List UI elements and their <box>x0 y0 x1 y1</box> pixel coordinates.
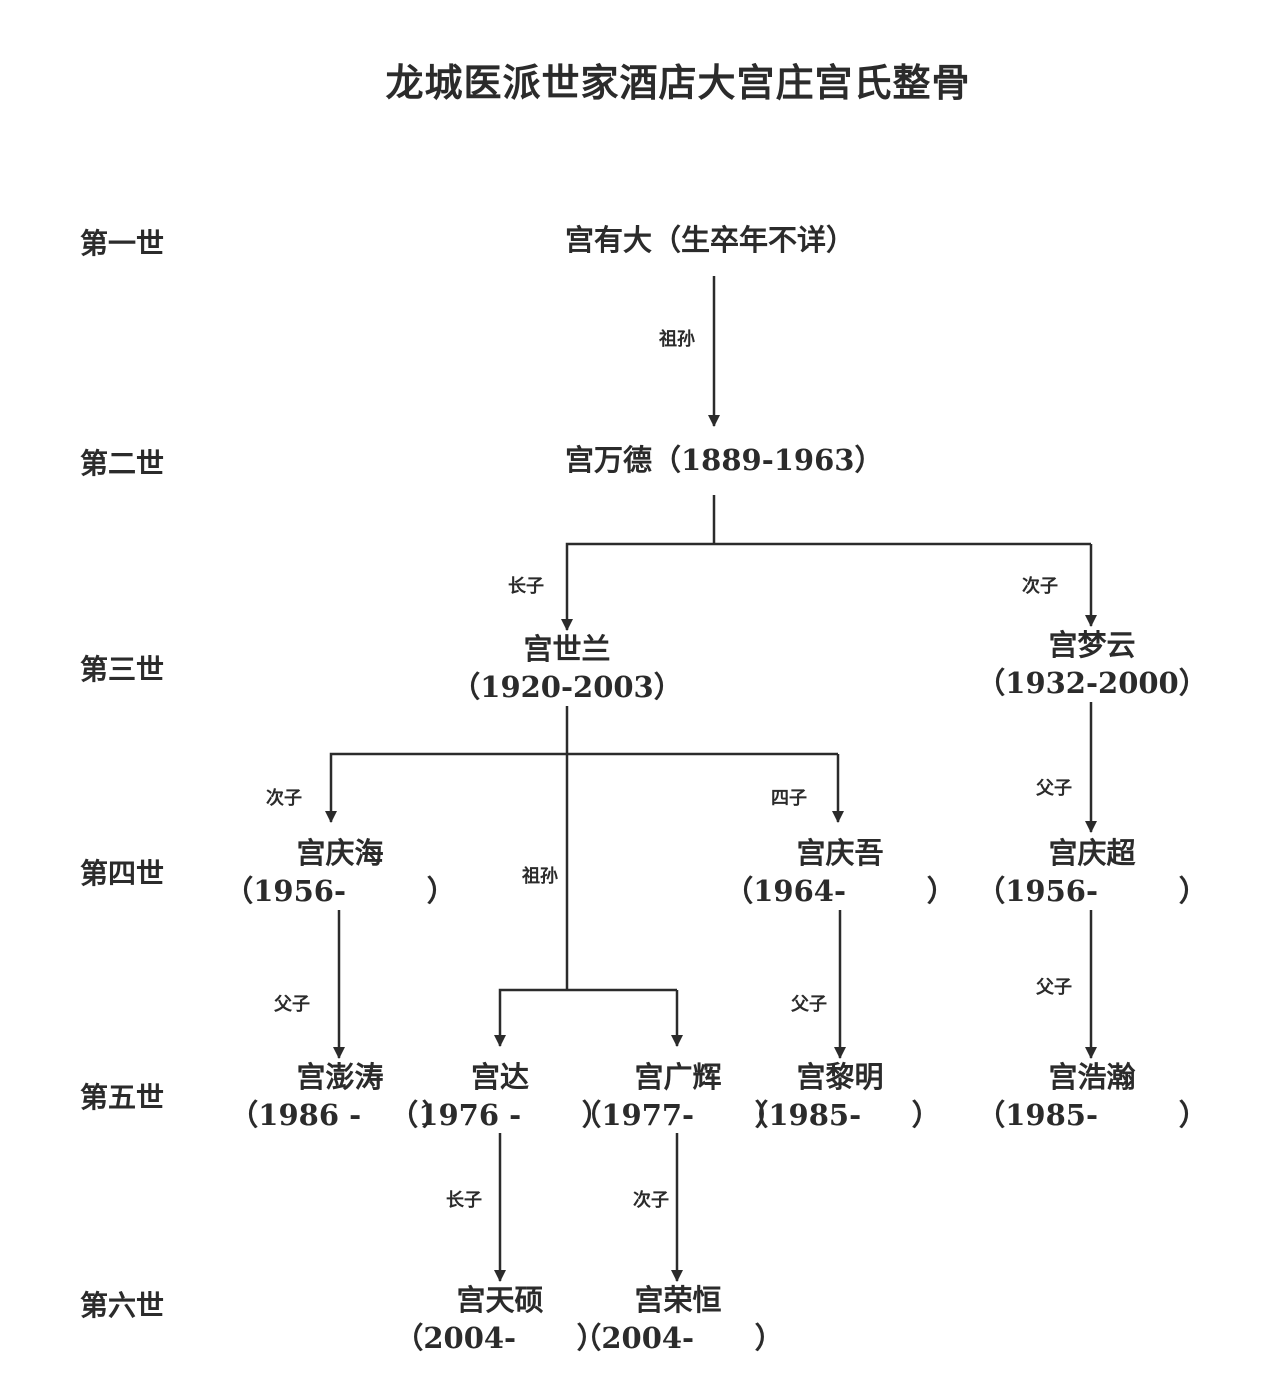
edge-shilan-da <box>494 988 677 1047</box>
person-node-shilan: 宫世兰 （1920-2003） <box>451 630 682 706</box>
relation-label-qinghai-pengtao: 父子 <box>274 994 310 1015</box>
relation-label-wande-shilan: 长子 <box>508 576 544 597</box>
person-node-wande: 宫万德（1889-1963） <box>565 441 883 479</box>
person-name-guanghui: 宫广辉 <box>634 1060 722 1094</box>
person-node-qingchao: 宫庆超 （1956- ） <box>976 834 1208 910</box>
person-years-pengtao: （1986 - ） <box>229 1098 451 1132</box>
generation-label-2: 第二世 <box>80 447 165 480</box>
relation-label-guanghui-ronghang: 次子 <box>633 1190 669 1211</box>
person-years-qinghai: （1956- ） <box>224 874 456 908</box>
person-node-ronghang: 宫荣恒 （2004- ） <box>572 1281 783 1357</box>
relation-label-shilan-grandsons: 祖孙 <box>522 866 558 887</box>
generation-label-6: 第六世 <box>80 1289 165 1322</box>
diagram-title: 龙城医派世家酒店大宫庄宫氏整骨 <box>385 60 971 105</box>
person-name-ronghang: 宫荣恒 <box>634 1283 722 1317</box>
person-years-qingchao: （1956- ） <box>976 874 1208 908</box>
person-name-qingchao: 宫庆超 <box>1048 836 1136 870</box>
edge-wande-shilan <box>561 542 1091 631</box>
person-name-haohan: 宫浩瀚 <box>1048 1060 1136 1094</box>
person-node-guanghui: 宫广辉 （1977- ） <box>572 1058 783 1134</box>
person-years-tianshuo: （2004- ） <box>394 1321 606 1355</box>
generation-label-3: 第三世 <box>80 653 165 686</box>
relation-label-youda-wande: 祖孙 <box>659 329 695 350</box>
person-name-qinghai: 宫庆海 <box>296 836 384 870</box>
person-name-tianshuo: 宫天硕 <box>456 1283 544 1317</box>
person-name-liming: 宫黎明 <box>796 1060 884 1094</box>
edge-shilan-qinghai <box>325 752 838 823</box>
person-node-liming: 宫黎明 （1985- ） <box>739 1058 940 1134</box>
relation-label-shilan-qingwu: 四子 <box>771 788 807 809</box>
person-name-mengyun: 宫梦云 <box>1048 628 1136 662</box>
generation-label-5: 第五世 <box>80 1081 165 1114</box>
generation-label-1: 第一世 <box>80 227 165 260</box>
relation-label-qingwu-liming: 父子 <box>791 994 827 1015</box>
person-node-qingwu: 宫庆吾 （1964- ） <box>724 834 956 910</box>
person-node-da: 宫达 （1976 - ） <box>389 1058 610 1134</box>
person-years-ronghang: （2004- ） <box>572 1321 784 1355</box>
person-years-qingwu: （1964- ） <box>724 874 956 908</box>
generation-label-4: 第四世 <box>80 857 165 890</box>
person-name-pengtao: 宫澎涛 <box>296 1060 384 1094</box>
person-years-guanghui: （1977- ） <box>572 1098 784 1132</box>
person-node-pengtao: 宫澎涛 （1986 - ） <box>229 1058 450 1134</box>
person-name-wande: 宫万德（1889-1963） <box>565 443 884 477</box>
person-years-da: （1976 - ） <box>389 1098 611 1132</box>
relation-label-mengyun-qingchao: 父子 <box>1036 778 1072 799</box>
person-node-qinghai: 宫庆海 （1956- ） <box>224 834 456 910</box>
person-name-da: 宫达 <box>470 1060 529 1094</box>
relation-label-wande-mengyun: 次子 <box>1022 576 1058 597</box>
person-years-shilan: （1920-2003） <box>451 670 683 704</box>
relation-label-shilan-qinghai: 次子 <box>266 788 302 809</box>
person-years-haohan: （1985- ） <box>976 1098 1208 1132</box>
relation-label-da-tianshuo: 长子 <box>446 1190 482 1211</box>
person-node-tianshuo: 宫天硕 （2004- ） <box>394 1281 605 1357</box>
person-name-shilan: 宫世兰 <box>523 632 611 666</box>
person-node-youda: 宫有大（生卒年不详） <box>565 221 855 259</box>
person-node-haohan: 宫浩瀚 （1985- ） <box>976 1058 1208 1134</box>
person-years-mengyun: （1932-2000） <box>976 666 1208 700</box>
person-years-liming: （1985- ） <box>739 1098 941 1132</box>
person-node-mengyun: 宫梦云 （1932-2000） <box>976 626 1207 702</box>
relation-label-qingchao-haohan: 父子 <box>1036 977 1072 998</box>
person-name-qingwu: 宫庆吾 <box>796 836 884 870</box>
person-name-youda: 宫有大（生卒年不详） <box>565 223 856 257</box>
